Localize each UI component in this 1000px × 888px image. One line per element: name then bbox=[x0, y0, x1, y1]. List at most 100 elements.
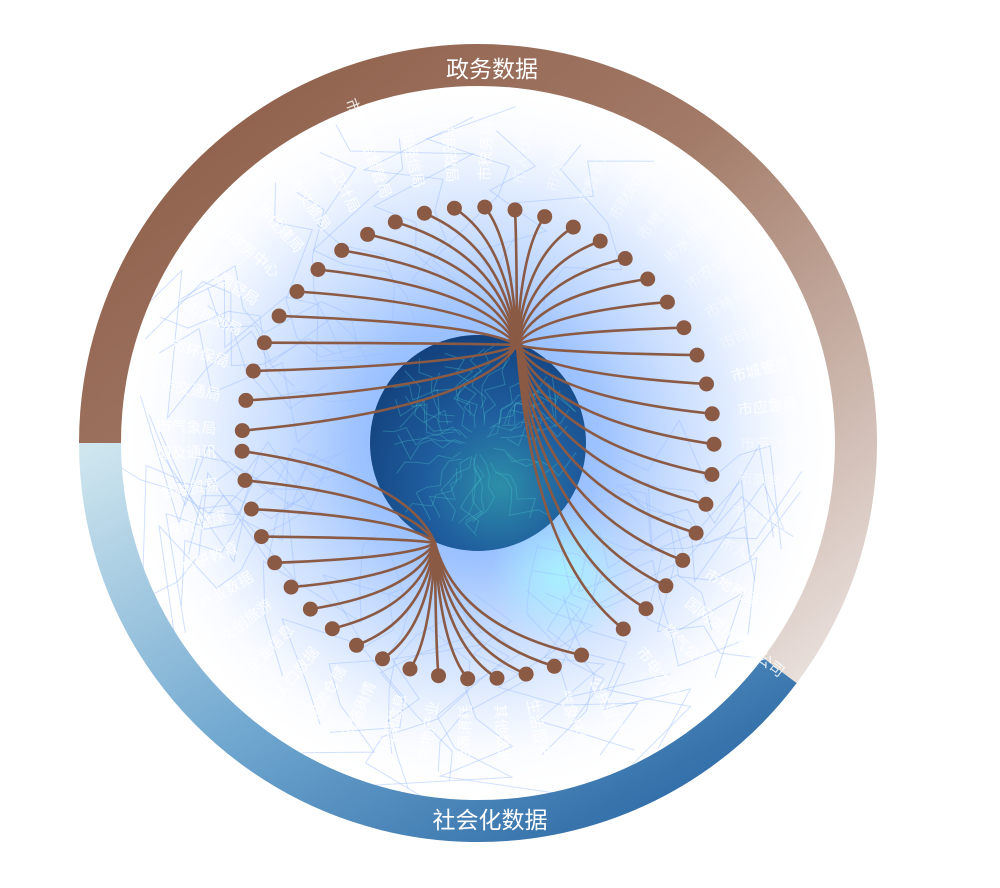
social-node-dot[interactable] bbox=[267, 555, 283, 571]
government-node-dot[interactable] bbox=[640, 271, 656, 287]
government-node-dot[interactable] bbox=[689, 347, 705, 363]
government-connector bbox=[515, 277, 649, 347]
social-connector bbox=[331, 541, 437, 630]
government-node-dot[interactable] bbox=[675, 552, 691, 568]
government-connector bbox=[515, 343, 625, 631]
social-node-label: 其他数据 bbox=[491, 703, 514, 764]
government-node-dot[interactable] bbox=[704, 467, 720, 482]
government-node-dot[interactable] bbox=[271, 308, 287, 324]
government-node-dot[interactable] bbox=[676, 320, 692, 336]
government-data-title: 政务数据 bbox=[446, 57, 538, 83]
social-node-dot[interactable] bbox=[402, 661, 418, 677]
social-data-ring bbox=[79, 442, 797, 843]
government-node-dot[interactable] bbox=[334, 242, 350, 258]
connector-lines bbox=[240, 205, 716, 681]
government-node-dot[interactable] bbox=[234, 423, 250, 439]
social-connector bbox=[309, 541, 437, 611]
social-connector bbox=[433, 541, 499, 680]
government-connector bbox=[515, 343, 684, 562]
government-node-dot[interactable] bbox=[245, 363, 261, 379]
government-connector bbox=[394, 220, 519, 347]
government-node-dot[interactable] bbox=[617, 251, 633, 266]
government-connector bbox=[263, 341, 519, 347]
government-connector bbox=[515, 343, 708, 386]
government-connector bbox=[513, 208, 519, 347]
government-connector bbox=[515, 239, 602, 347]
social-node-dot[interactable] bbox=[349, 637, 364, 653]
government-connector bbox=[515, 343, 648, 610]
government-connector bbox=[515, 343, 668, 588]
government-node-dot[interactable] bbox=[615, 621, 631, 637]
government-connector bbox=[252, 343, 519, 373]
government-connector bbox=[515, 343, 708, 506]
social-node-dot[interactable] bbox=[518, 666, 534, 682]
social-node-dot[interactable] bbox=[243, 501, 259, 517]
social-connector bbox=[355, 541, 437, 647]
government-connector bbox=[515, 326, 686, 347]
government-node-dot[interactable] bbox=[565, 219, 581, 235]
pupil-veins bbox=[382, 342, 577, 537]
source-nodes bbox=[234, 199, 722, 687]
social-connector bbox=[433, 541, 528, 676]
government-connector bbox=[515, 300, 669, 347]
social-node-dot[interactable] bbox=[324, 621, 340, 637]
government-connector bbox=[515, 343, 714, 416]
government-node-dot[interactable] bbox=[706, 436, 722, 452]
government-connector bbox=[515, 343, 698, 535]
government-node-label: 市气象局 bbox=[156, 417, 217, 438]
government-node-dot[interactable] bbox=[592, 233, 608, 249]
government-node-dot[interactable] bbox=[688, 525, 704, 541]
government-node-dot[interactable] bbox=[256, 335, 272, 351]
government-connector bbox=[316, 268, 519, 347]
government-connector bbox=[515, 257, 627, 347]
social-connector bbox=[250, 507, 437, 545]
government-node-dot[interactable] bbox=[387, 214, 403, 230]
social-connector bbox=[240, 449, 437, 545]
social-node-dot[interactable] bbox=[237, 472, 253, 488]
social-node-dot[interactable] bbox=[302, 601, 318, 617]
government-node-label: 市民政局 bbox=[437, 122, 461, 184]
government-node-dot[interactable] bbox=[659, 294, 675, 310]
social-node-dot[interactable] bbox=[431, 668, 446, 684]
government-data-ring bbox=[79, 44, 877, 684]
social-connector bbox=[273, 541, 437, 565]
government-node-dot[interactable] bbox=[699, 376, 714, 392]
government-connector bbox=[366, 233, 519, 347]
social-node-dot[interactable] bbox=[234, 443, 250, 459]
social-node-dot[interactable] bbox=[375, 651, 390, 667]
government-connector bbox=[244, 343, 519, 402]
government-node-dot[interactable] bbox=[416, 205, 432, 221]
government-node-label: 市税务局 bbox=[476, 121, 496, 181]
government-connector bbox=[453, 206, 519, 347]
government-node-dot[interactable] bbox=[658, 578, 674, 594]
social-node-dot[interactable] bbox=[283, 579, 299, 595]
social-node-label: 能源消耗 bbox=[454, 704, 475, 765]
social-data-title: 社会化数据 bbox=[433, 808, 548, 834]
social-node-dot[interactable] bbox=[546, 658, 562, 674]
social-node-dot[interactable] bbox=[574, 647, 589, 663]
government-node-dot[interactable] bbox=[360, 226, 376, 242]
government-node-dot[interactable] bbox=[537, 209, 553, 225]
government-node-dot[interactable] bbox=[477, 199, 493, 215]
government-node-dot[interactable] bbox=[446, 200, 462, 216]
social-node-label: 交通及通讯 bbox=[141, 443, 217, 464]
social-node-dot[interactable] bbox=[460, 671, 476, 687]
government-node-dot[interactable] bbox=[638, 601, 654, 617]
social-connector bbox=[243, 479, 437, 545]
social-connector bbox=[433, 541, 583, 657]
government-node-dot[interactable] bbox=[289, 284, 305, 299]
social-connector bbox=[260, 535, 437, 545]
government-node-dot[interactable] bbox=[507, 202, 523, 218]
government-connector bbox=[241, 343, 519, 432]
social-node-dot[interactable] bbox=[253, 529, 269, 545]
social-node-dot[interactable] bbox=[489, 670, 505, 686]
government-node-dot[interactable] bbox=[238, 392, 254, 408]
government-node-label: 市审计局 bbox=[740, 435, 800, 453]
government-node-dot[interactable] bbox=[310, 262, 326, 277]
government-connector bbox=[295, 290, 519, 347]
government-node-dot[interactable] bbox=[704, 406, 720, 422]
government-connector bbox=[515, 343, 699, 357]
government-connector bbox=[515, 215, 546, 347]
government-connector bbox=[423, 211, 519, 347]
government-node-dot[interactable] bbox=[698, 496, 714, 512]
